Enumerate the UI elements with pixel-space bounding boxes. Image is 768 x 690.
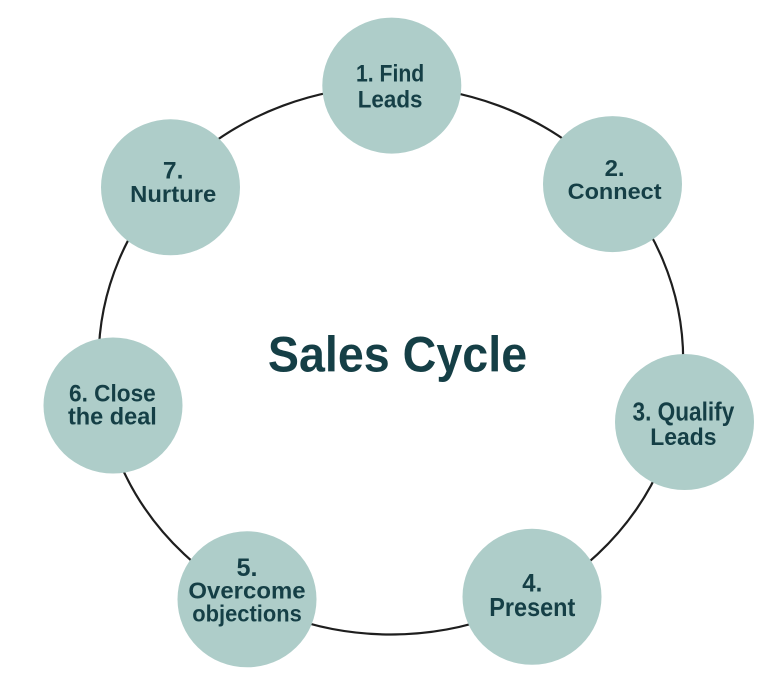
- svg-text:Sales Cycle: Sales Cycle: [268, 325, 527, 382]
- svg-text:1. Find: 1. Find: [356, 60, 424, 87]
- svg-text:6. Close: 6. Close: [69, 381, 156, 408]
- svg-text:Leads: Leads: [650, 424, 716, 451]
- svg-text:the deal: the deal: [68, 403, 157, 430]
- svg-text:4.: 4.: [522, 570, 542, 598]
- svg-text:5.: 5.: [237, 554, 258, 582]
- svg-text:7.: 7.: [163, 157, 184, 184]
- svg-text:objections: objections: [192, 601, 302, 627]
- svg-text:Overcome: Overcome: [188, 577, 305, 603]
- svg-text:Leads: Leads: [358, 87, 423, 114]
- svg-text:Connect: Connect: [568, 179, 663, 204]
- svg-text:2.: 2.: [605, 155, 625, 181]
- svg-text:3. Qualify: 3. Qualify: [633, 399, 736, 427]
- svg-text:Present: Present: [489, 592, 575, 622]
- svg-text:Nurture: Nurture: [130, 181, 216, 207]
